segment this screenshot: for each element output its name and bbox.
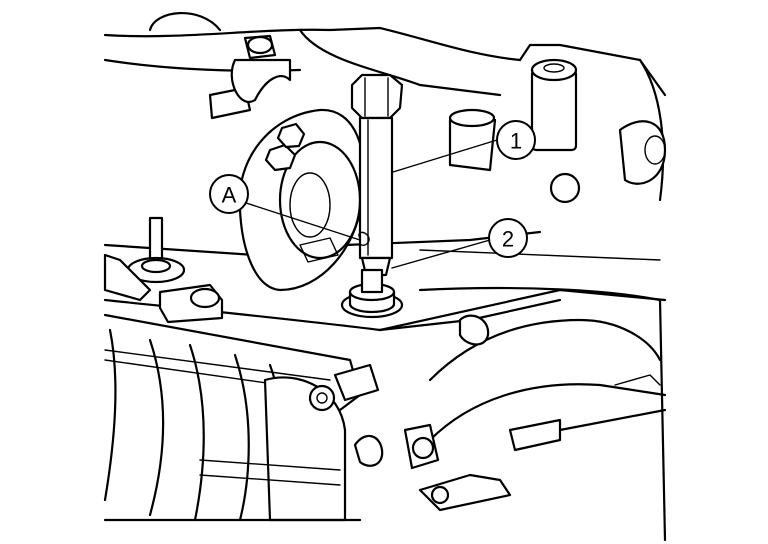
- callout-a-label: A: [222, 183, 237, 208]
- lower-bracket: [308, 314, 667, 512]
- bolt-head-icon: [308, 384, 336, 412]
- special-tool-1: [350, 73, 404, 277]
- flange-assembly: [238, 108, 366, 292]
- bolt-head-icon: [276, 122, 306, 149]
- callout-2-label: 2: [502, 227, 514, 252]
- ribbed-housing: [103, 313, 362, 522]
- right-post: [448, 58, 667, 204]
- callout-a: A: [209, 174, 249, 214]
- bracket-boss: [208, 34, 292, 120]
- callout-2: 2: [488, 218, 528, 258]
- left-stud-washer: [103, 216, 224, 324]
- seal-seat-2: [340, 268, 404, 319]
- callout-1: 1: [496, 120, 536, 160]
- callout-1-label: 1: [510, 129, 522, 154]
- leader-lines: [242, 139, 498, 269]
